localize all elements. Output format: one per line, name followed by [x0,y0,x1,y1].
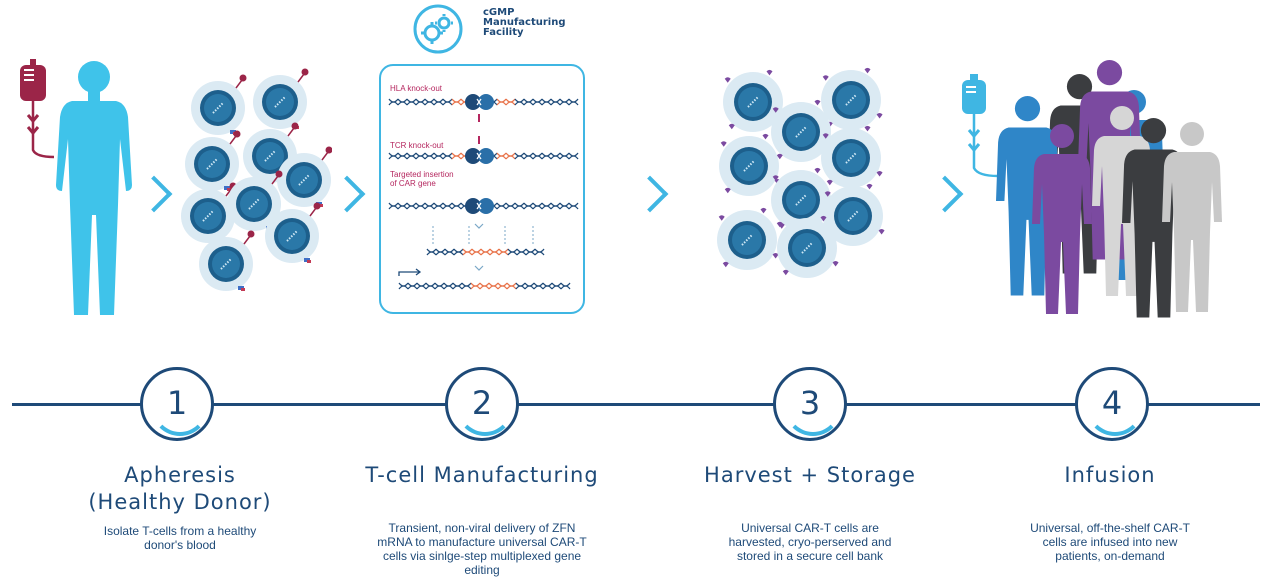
dna-strand-insert [426,248,545,256]
donor-tcells-illustration [181,68,332,291]
facility-label-line2: Manufacturing [483,17,566,28]
step-1-circle: 1 [140,367,214,441]
dna-strand-final [398,282,571,290]
dna-strand-car [388,202,579,210]
down-chevron-1 [474,223,484,229]
arrow-chevron-3 [631,175,669,213]
car-t-cell-5 [821,125,883,188]
arrow-chevron-2 [328,175,366,213]
iv-bag-icon [962,74,999,178]
car-t-cell-2 [821,67,883,130]
donor-illustration [20,59,132,315]
step-3-description: Universal CAR-T cells are harvested, cry… [690,521,930,563]
gene-editing-panel [379,64,585,314]
step-1-title-line2: (Healthy Donor) [88,490,272,514]
step-2-number: 2 [471,384,493,422]
tcell-5 [277,146,332,207]
zfn-hla [465,94,494,110]
car-insertion-label-line1: Targeted insertion [390,170,454,179]
facility-label-line1: cGMP [483,7,515,18]
gears-icon [413,4,463,54]
patient-gray-front [1162,122,1222,312]
step-3-desc-line3: stored in a secure cell bank [736,549,884,563]
step-1-title-line1: Apheresis [124,463,236,487]
car-t-cell-1 [723,69,785,132]
step-2-circle: 2 [445,367,519,441]
step-3-title-line1: Harvest + Storage [704,463,916,487]
step-4-description: Universal, off-the-shelf CAR-T cells are… [990,521,1230,563]
car-insertion-label-line2: of CAR gene [390,179,436,188]
step-2-title: T-cell Manufacturing [342,462,622,489]
step-3-arc [784,378,842,436]
step-4-desc-line2: cells are infused into new [1042,535,1178,549]
patients-infusion-illustration [962,60,1222,318]
step-2-description: Transient, non-viral delivery of ZFN mRN… [352,521,612,577]
blood-bag-icon [20,59,55,159]
step-4-number: 4 [1101,384,1123,422]
promoter-arrow [398,271,419,276]
tcell-2 [253,68,309,129]
tcell-1 [191,74,247,135]
step-3-title: Harvest + Storage [680,462,940,489]
tcell-6 [181,182,237,243]
process-timeline [12,403,1260,406]
zfn-car [465,198,494,214]
car-t-cell-6 [771,167,833,230]
hla-knockout-label: HLA knock-out [390,84,443,93]
step-1-title: Apheresis (Healthy Donor) [70,462,290,516]
step-4-desc-line3: patients, on-demand [1055,549,1165,563]
step-3-desc-line2: harvested, cryo-perserved and [728,535,892,549]
step-2-desc-line1: Transient, non-viral delivery of ZFN [388,521,576,535]
tcell-8 [265,202,321,263]
car-t-cell-3 [771,99,833,162]
step-4-desc-line1: Universal, off-the-shelf CAR-T [1030,521,1190,535]
tcr-knockout-label: TCR knock-out [390,141,444,150]
tcell-9 [199,230,255,291]
facility-label: cGMP Manufacturing Facility [483,8,566,38]
step-3-number: 3 [799,384,821,422]
step-4-circle: 4 [1075,367,1149,441]
car-t-cell-4 [719,133,781,196]
promoter-arrowhead [415,268,422,276]
step-1-number: 1 [166,384,188,422]
facility-label-line3: Facility [483,27,524,38]
dna-editing-diagram [388,94,579,290]
step-4-title: Infusion [1000,462,1220,489]
down-chevron-2 [474,265,484,271]
step-2-arc [456,378,514,436]
step-4-arc [1086,378,1144,436]
step-2-desc-line3: cells via sinlge-step multiplexed gene [382,549,582,563]
tcell-3 [185,130,241,191]
zfn-tcr [465,148,494,164]
step-1-desc-line1: Isolate T-cells from a healthy [103,524,257,538]
car-insertion-label: Targeted insertion of CAR gene [390,170,454,188]
step-1-description: Isolate T-cells from a healthy donor's b… [60,524,300,552]
step-2-title-line1: T-cell Manufacturing [365,463,599,487]
step-1-desc-line2: donor's blood [144,538,216,552]
donor-figure [56,61,132,315]
step-3-circle: 3 [773,367,847,441]
car-t-cell-7 [717,207,779,270]
car-t-cell-9 [777,215,839,278]
car-t-cells-illustration [717,67,885,278]
step-3-desc-line1: Universal CAR-T cells are [741,521,879,535]
step-4-title-line1: Infusion [1064,463,1156,487]
step-2-desc-line4: editing [464,563,500,577]
tcell-7 [227,170,283,231]
step-1-arc [151,378,209,436]
patient-purple-front [1032,124,1092,314]
step-2-desc-line2: mRNA to manufacture universal CAR-T [377,535,587,549]
